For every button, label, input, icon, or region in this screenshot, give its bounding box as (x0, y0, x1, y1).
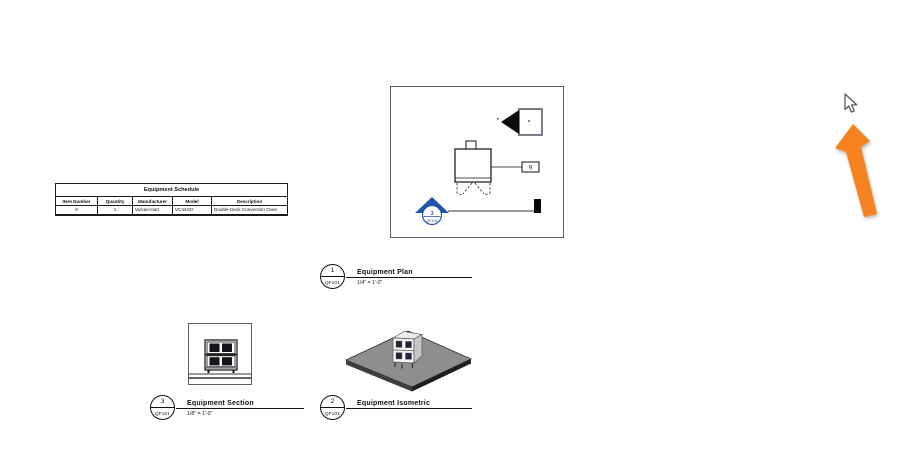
col-header-description: Description (211, 196, 288, 206)
iso-oven-model (391, 331, 424, 369)
view-title-bubble[interactable]: 2 QF101 (320, 395, 345, 420)
view-scale-text: 1/4" = 1'-0" (357, 280, 383, 286)
cell-quantity: 1 (97, 205, 133, 215)
elevation-marker-dot (497, 118, 499, 120)
sheet-number: QF101 (324, 411, 341, 416)
section-marker-bubble (421, 204, 443, 226)
view-title-line (346, 277, 472, 278)
equipment-schedule[interactable]: Equipment Schedule Item Number Quantity … (55, 183, 288, 216)
door-swing-dashed (456, 182, 491, 196)
view-title-text: Equipment Isometric (357, 400, 431, 407)
view-title-equipment-section: 3 QF101 Equipment Section 1/8" = 1'-0" (150, 395, 304, 420)
view-title-line (176, 408, 304, 409)
view-title-text: Equipment Section (187, 400, 254, 407)
view-title-bubble[interactable]: 3 QF101 (150, 395, 175, 420)
cell-manufacturer: Vulcan-Hart (132, 205, 173, 215)
detail-number: 3 (151, 396, 174, 408)
viewport-equipment-section[interactable] (188, 323, 252, 385)
annotation-arrow-shape (835, 124, 877, 217)
oven-plan-symbol[interactable] (454, 140, 492, 196)
view-title-equipment-plan: 1 QF101 Equipment Plan 1/4" = 1'-0" (320, 264, 472, 289)
detail-number: 2 (321, 396, 344, 408)
cell-item-number: 9 (55, 205, 98, 215)
col-header-manufacturer: Manufacturer (132, 196, 173, 206)
view-title-line (346, 408, 472, 409)
oven-section-symbol (204, 339, 238, 373)
section-marker[interactable]: 3 QF101 (415, 197, 541, 226)
view-title-bubble[interactable]: 1 QF101 (320, 264, 345, 289)
view-title-text: Equipment Plan (357, 269, 413, 276)
schedule-header-row: Item Number Quantity Manufacturer Model … (55, 196, 288, 206)
col-header-item-number: Item Number (55, 196, 98, 206)
view-title-equipment-isometric: 2 QF101 Equipment Isometric (320, 395, 472, 420)
col-header-model: Model (172, 196, 212, 206)
mouse-cursor-icon (844, 93, 858, 113)
elevation-marker-arrow-icon (501, 110, 519, 134)
floor-lines (189, 373, 251, 379)
cell-description: Double-Deck Convection Oven (211, 205, 288, 215)
annotation-arrow (835, 124, 877, 217)
section-sheet-number: QF101 (426, 219, 438, 223)
section-line-tail (534, 199, 541, 213)
equipment-tag[interactable]: 9 (491, 161, 540, 173)
tag-label: 9 (529, 166, 533, 172)
section-detail-number: 3 (430, 211, 433, 217)
col-header-quantity: Quantity (97, 196, 133, 206)
viewport-equipment-isometric[interactable] (342, 322, 474, 396)
schedule-data-row[interactable]: 9 1 Vulcan-Hart VC44GD Double-Deck Conve… (55, 205, 288, 215)
view-scale-text: 1/8" = 1'-0" (187, 411, 213, 417)
viewport-equipment-plan[interactable]: 9 3 QF101 (390, 86, 564, 238)
elevation-marker-mark (528, 120, 530, 122)
cell-model: VC44GD (172, 205, 212, 215)
elevation-marker[interactable] (497, 108, 543, 136)
schedule-title: Equipment Schedule (55, 183, 288, 197)
sheet-number: QF101 (324, 280, 341, 285)
detail-number: 1 (321, 265, 344, 277)
sheet-number: QF101 (154, 411, 171, 416)
